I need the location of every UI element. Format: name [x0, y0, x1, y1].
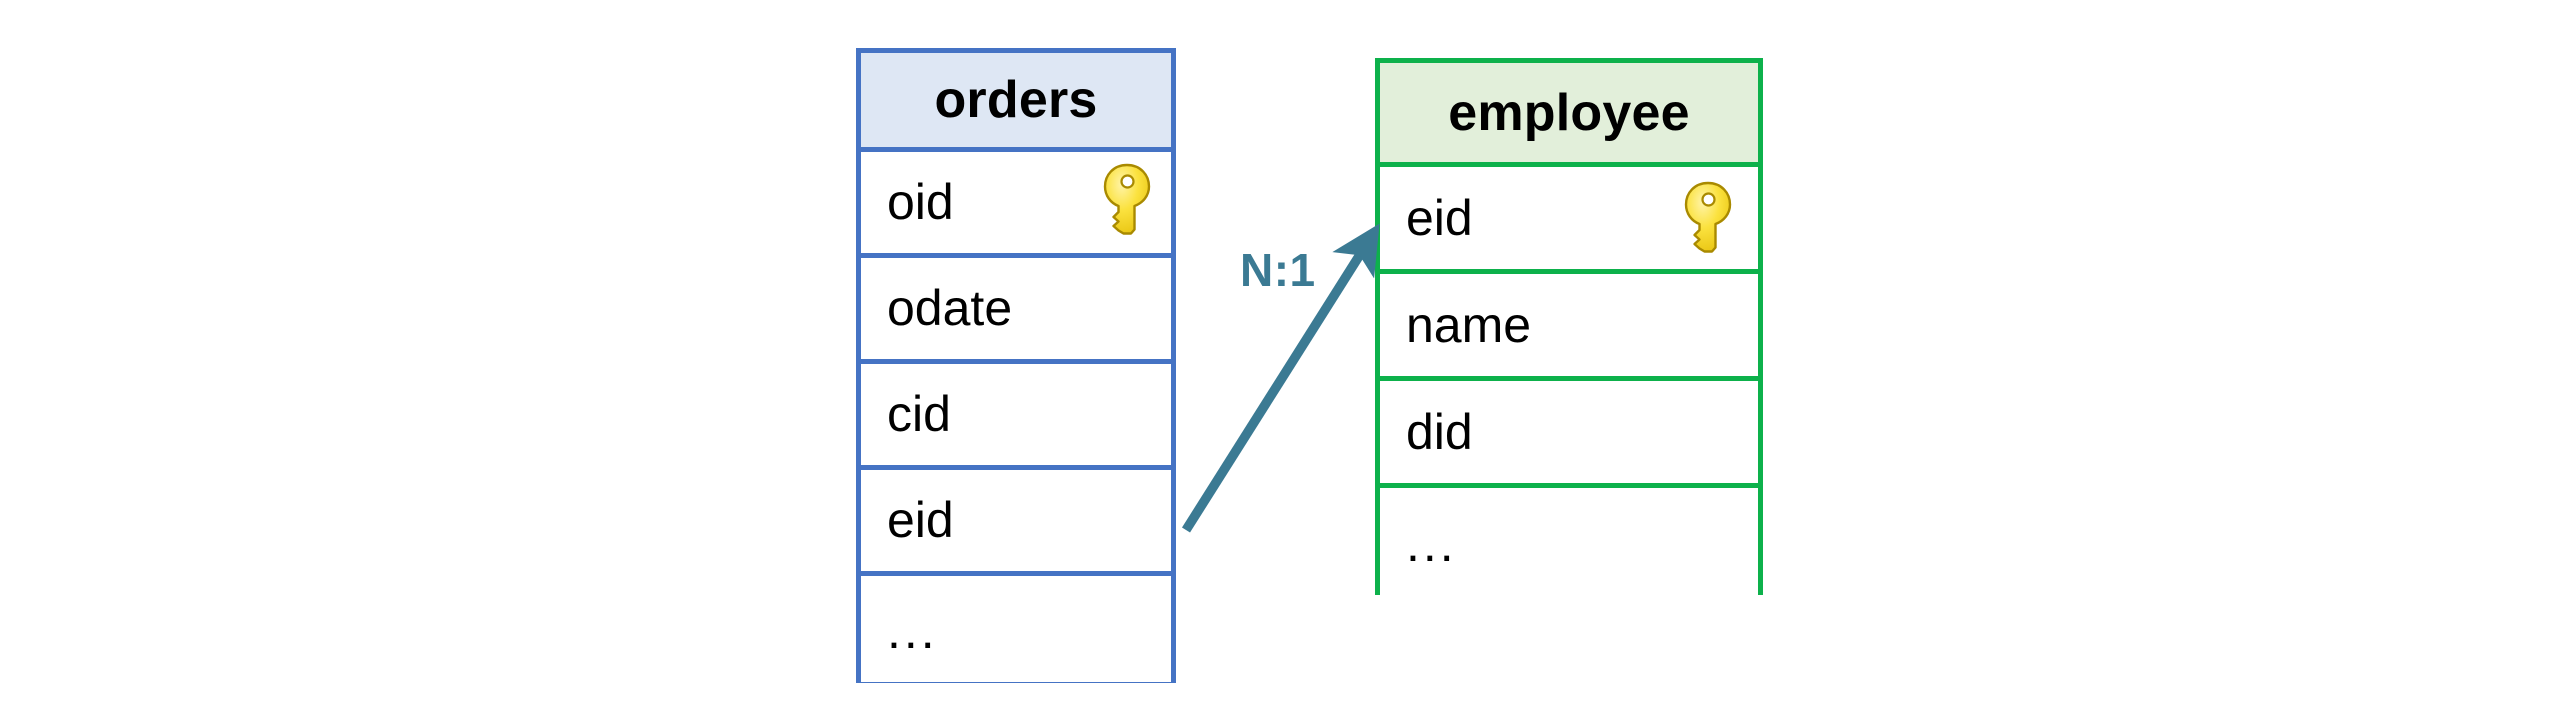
attribute-row-ellipsis-employee[interactable]: ...: [1380, 488, 1758, 595]
attribute-row-name[interactable]: name: [1380, 274, 1758, 381]
key-icon: [1101, 163, 1153, 235]
attribute-row-cid[interactable]: cid: [861, 364, 1171, 470]
entity-title-orders: orders: [861, 53, 1171, 152]
attribute-label-eid-employee: eid: [1406, 190, 1473, 246]
attribute-label-oid: oid: [887, 174, 954, 230]
attribute-label-odate: odate: [887, 280, 1013, 336]
attribute-label-name: name: [1406, 297, 1532, 353]
attribute-label-did: did: [1406, 404, 1473, 460]
attribute-row-odate[interactable]: odate: [861, 258, 1171, 364]
attribute-row-oid[interactable]: oid: [861, 152, 1171, 258]
entity-table-employee[interactable]: employee eid name: [1375, 58, 1763, 595]
attribute-label-ellipsis-orders: ...: [887, 603, 938, 659]
cardinality-label: N:1: [1240, 244, 1316, 296]
entity-title-employee: employee: [1380, 63, 1758, 167]
attribute-row-did[interactable]: did: [1380, 381, 1758, 488]
attribute-row-eid-employee[interactable]: eid: [1380, 167, 1758, 274]
attribute-row-eid-orders[interactable]: eid: [861, 470, 1171, 576]
attribute-label-cid: cid: [887, 386, 951, 442]
attribute-label-eid-orders: eid: [887, 492, 954, 548]
attribute-row-ellipsis-orders[interactable]: ...: [861, 576, 1171, 682]
attribute-label-ellipsis-employee: ...: [1406, 516, 1457, 572]
key-icon: [1682, 181, 1734, 253]
entity-table-orders[interactable]: orders oid odate: [856, 48, 1176, 683]
